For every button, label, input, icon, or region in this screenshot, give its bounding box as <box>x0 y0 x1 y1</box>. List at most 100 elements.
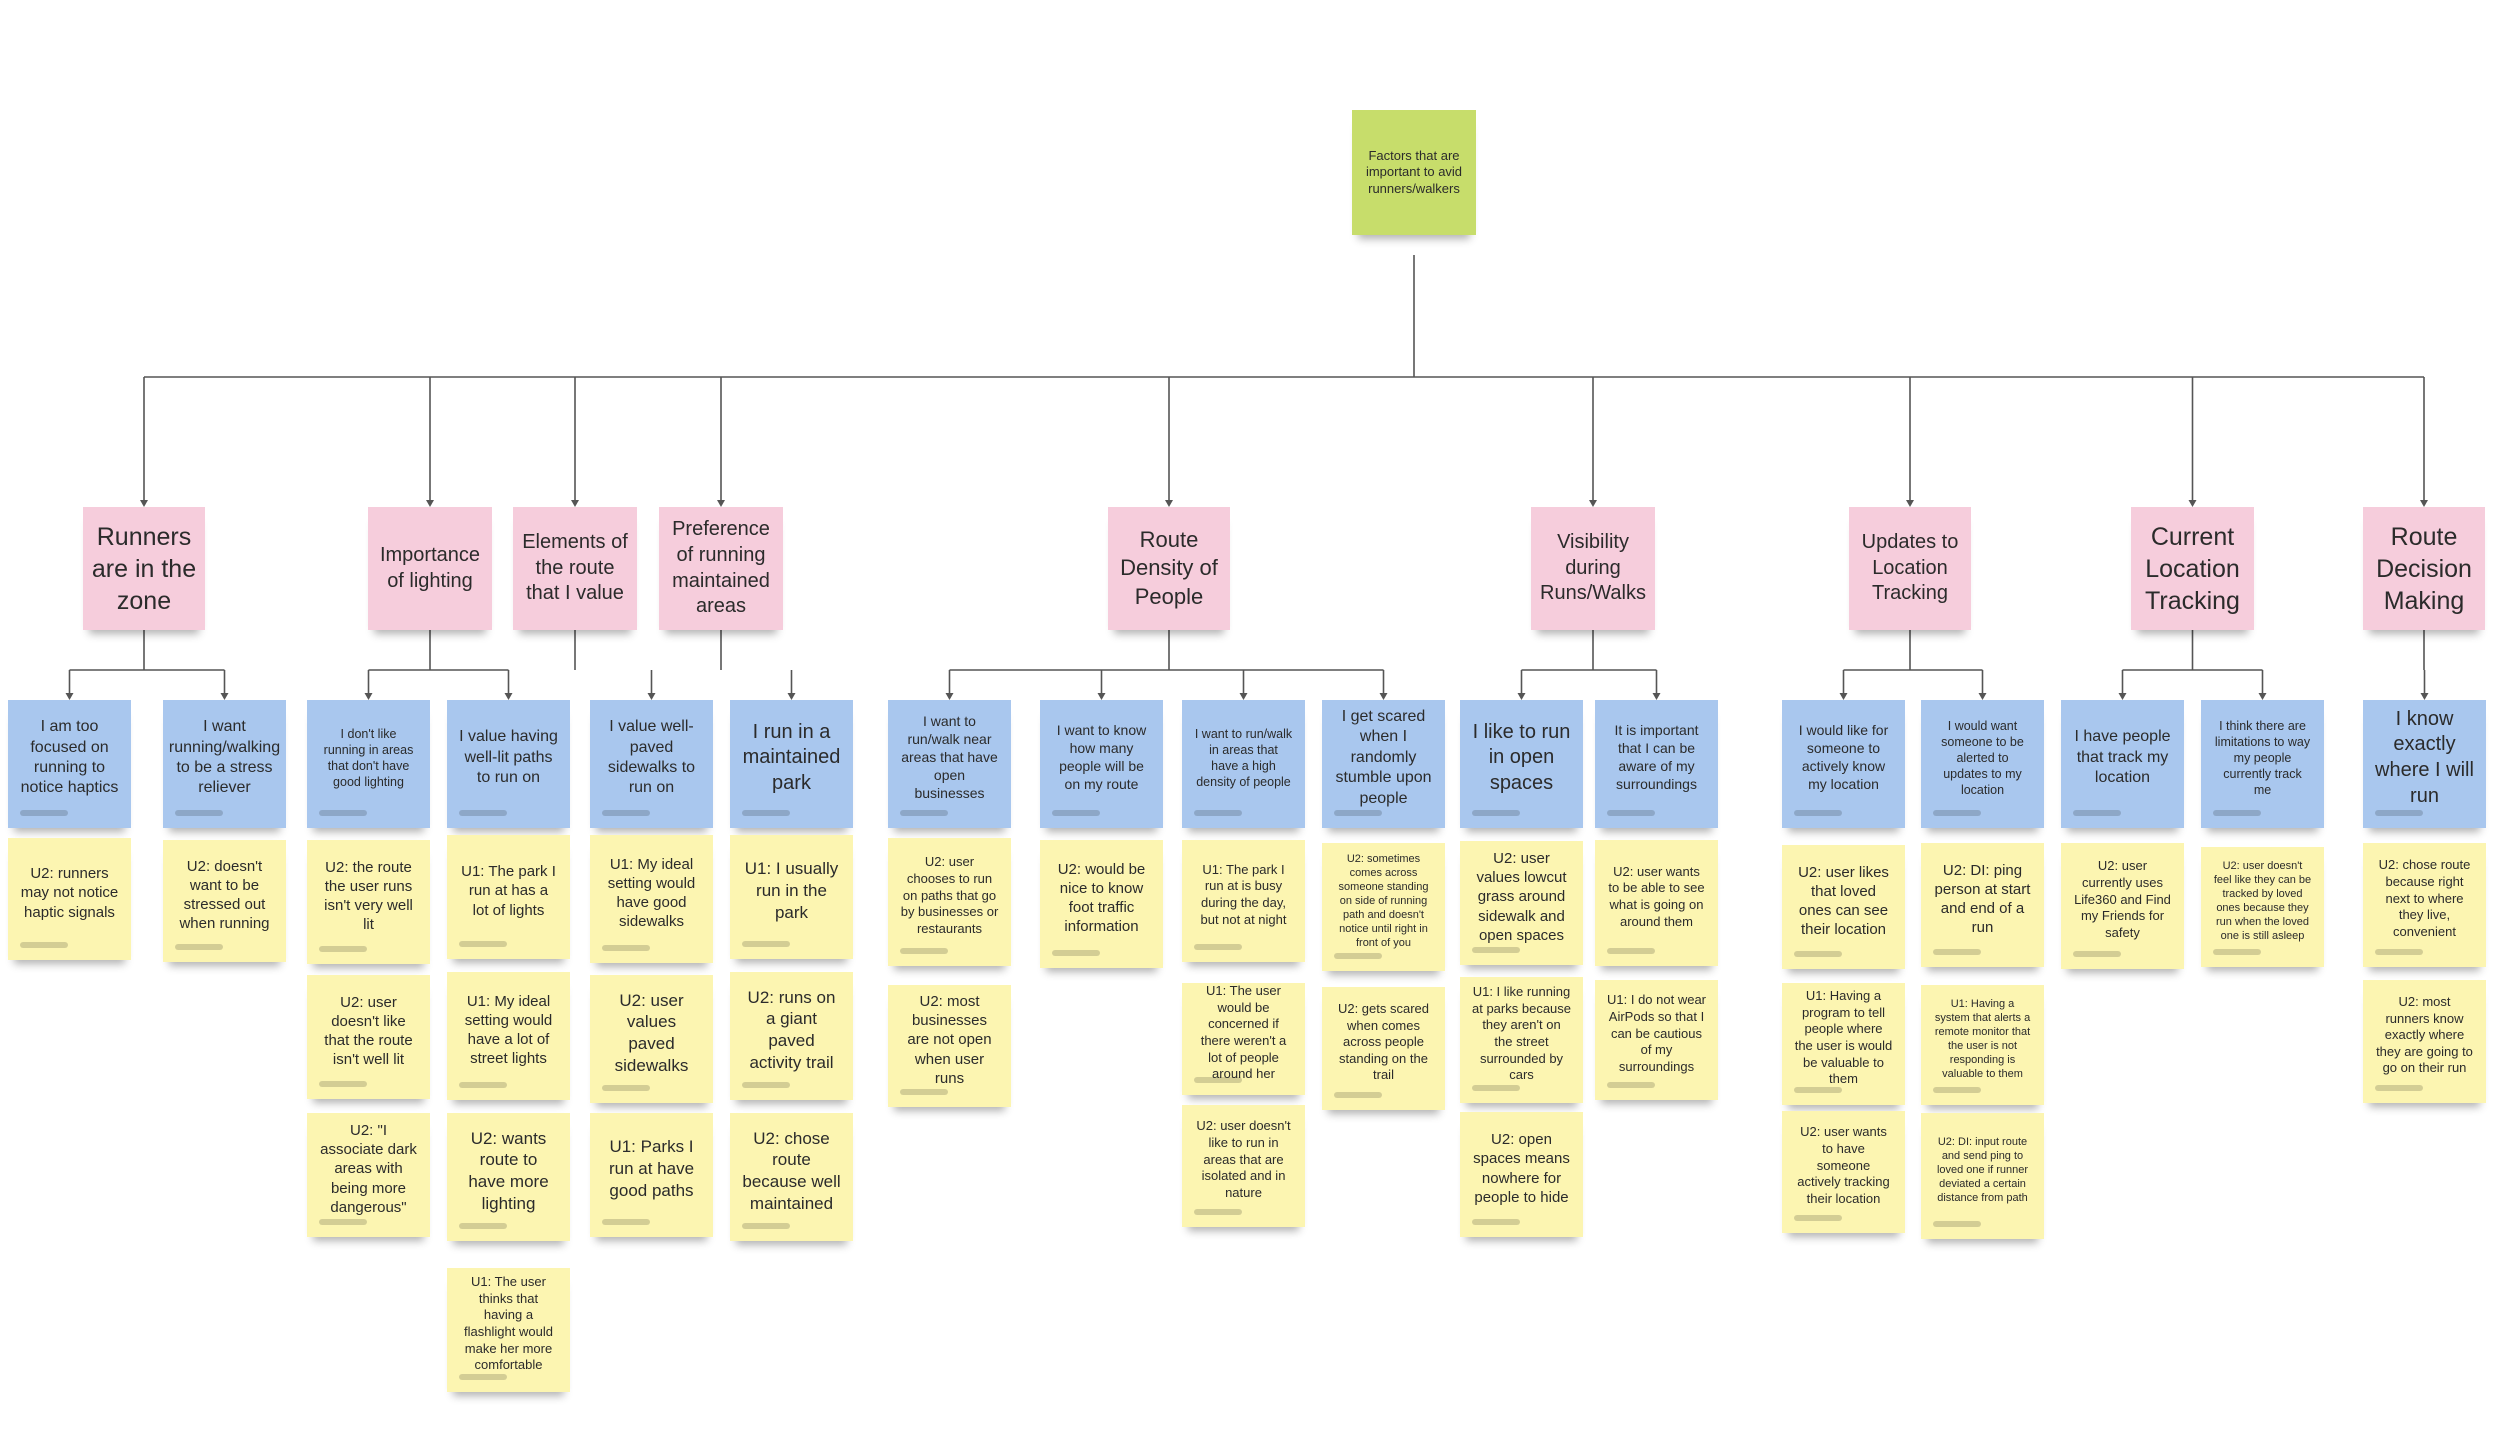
evidence-note-text: U1: Parks I run at have good paths <box>608 1137 695 1200</box>
evidence-note-text: U2: user likes that loved ones can see t… <box>1798 863 1889 939</box>
arrowhead <box>1978 693 1987 700</box>
theme-note-t4: Route Density of People <box>1108 507 1230 630</box>
theme-note-t7-text: Current Location Tracking <box>2145 522 2240 615</box>
evidence-note: U2: DI: ping person at start and end of … <box>1921 843 2044 967</box>
note-bar <box>175 944 223 950</box>
insight-note-text: I value well-paved sidewalks to run on <box>607 718 696 797</box>
evidence-note: U2: DI: input route and send ping to lov… <box>1921 1113 2044 1239</box>
evidence-note: U2: user wants to be able to see what is… <box>1595 840 1718 966</box>
arrowhead <box>364 693 373 700</box>
evidence-note-text: U2: gets scared when comes across people… <box>1337 1000 1430 1083</box>
evidence-note: U2: sometimes comes across someone stand… <box>1322 843 1445 971</box>
evidence-note: U2: most businesses are not open when us… <box>888 985 1011 1107</box>
note-bar <box>1472 810 1520 816</box>
theme-note-t3: Preference of running maintained areas <box>659 507 783 630</box>
evidence-note-text: U1: My ideal setting would have good sid… <box>607 855 696 931</box>
insight-note: I get scared when I randomly stumble upo… <box>1322 700 1445 828</box>
note-bar <box>742 810 790 816</box>
evidence-note: U2: most runners know exactly where they… <box>2363 980 2486 1103</box>
note-bar <box>602 1219 650 1225</box>
evidence-note-text: U2: runners may not notice haptic signal… <box>20 865 119 921</box>
evidence-note-text: U2: user values paved sidewalks <box>614 990 689 1075</box>
note-bar <box>319 1219 367 1225</box>
evidence-note-text: U2: user currently uses Life360 and Find… <box>2074 858 2171 940</box>
evidence-note-text: U2: sometimes comes across someone stand… <box>1338 852 1429 950</box>
evidence-note: U2: the route the user runs isn't very w… <box>307 840 430 964</box>
note-bar <box>1933 1221 1981 1227</box>
evidence-note-text: U1: Having a system that alerts a remote… <box>1934 997 2031 1081</box>
note-bar <box>1472 947 1520 953</box>
theme-note-t5: Visibility during Runs/Walks <box>1531 507 1655 630</box>
evidence-note: U2: runners may not notice haptic signal… <box>8 838 131 960</box>
note-bar <box>742 1082 790 1088</box>
insight-note: I would like for someone to actively kno… <box>1782 700 1905 828</box>
insight-note-text: I know exactly where I will run <box>2375 707 2474 807</box>
evidence-note: U2: user chooses to run on paths that go… <box>888 838 1011 966</box>
insight-note: I value well-paved sidewalks to run on <box>590 700 713 828</box>
note-bar <box>742 941 790 947</box>
theme-note-t3-text: Preference of running maintained areas <box>672 518 770 618</box>
note-bar <box>2073 810 2121 816</box>
theme-note-t2: Elements of the route that I value <box>513 507 637 630</box>
arrowhead <box>647 693 656 700</box>
insight-note-text: I would want someone to be alerted to up… <box>1941 719 2024 797</box>
evidence-note-text: U2: "I associate dark areas with being m… <box>320 1122 417 1216</box>
theme-note-t1-text: Importance of lighting <box>379 543 481 592</box>
note-bar <box>1472 1219 1520 1225</box>
note-bar <box>1607 948 1655 954</box>
note-bar <box>175 810 223 816</box>
note-bar <box>1794 810 1842 816</box>
evidence-note-text: U2: chose route because right next to wh… <box>2378 857 2471 939</box>
arrowhead <box>2118 693 2127 700</box>
insight-note: I would want someone to be alerted to up… <box>1921 700 2044 828</box>
arrowhead <box>2420 693 2429 700</box>
theme-note-t0: Runners are in the zone <box>83 507 205 630</box>
note-bar <box>20 942 68 948</box>
note-bar <box>459 941 507 947</box>
insight-note: I want to run/walk near areas that have … <box>888 700 1011 828</box>
evidence-note: U2: user doesn't like that the route isn… <box>307 975 430 1099</box>
evidence-note-text: U2: user doesn't like to run in areas th… <box>1196 1118 1291 1200</box>
arrowhead <box>1097 693 1106 700</box>
note-bar <box>2375 949 2423 955</box>
theme-note-t7: Current Location Tracking <box>2131 507 2254 630</box>
theme-note-t4-text: Route Density of People <box>1120 527 1218 609</box>
note-bar <box>459 810 507 816</box>
note-bar <box>459 1223 507 1229</box>
evidence-note: U2: chose route because well maintained <box>730 1113 853 1241</box>
evidence-note: U2: doesn't want to be stressed out when… <box>163 840 286 962</box>
insight-note-text: I like to run in open spaces <box>1472 720 1571 794</box>
insight-note-text: I think there are limitations to way my … <box>2214 719 2311 797</box>
arrowhead <box>220 693 229 700</box>
insight-note-text: I get scared when I randomly stumble upo… <box>1335 707 1432 807</box>
note-bar <box>1794 951 1842 957</box>
evidence-note-text: U1: The park I run at has a lot of light… <box>461 863 556 919</box>
evidence-note-text: U2: user doesn't feel like they can be t… <box>2213 859 2312 943</box>
note-bar <box>20 810 68 816</box>
arrowhead <box>1589 500 1597 507</box>
evidence-note-text: U2: user wants to have someone actively … <box>1797 1124 1890 1206</box>
evidence-note-text: U1: The user thinks that having a flashl… <box>464 1274 553 1373</box>
root-note-text: Factors that are important to avid runne… <box>1365 147 1463 196</box>
evidence-note: U2: "I associate dark areas with being m… <box>307 1113 430 1237</box>
evidence-note-text: U1: Having a program to tell people wher… <box>1794 988 1893 1087</box>
evidence-note: U1: My ideal setting would have good sid… <box>590 835 713 963</box>
evidence-note-text: U2: chose route because well maintained <box>742 1128 841 1213</box>
note-bar <box>1607 810 1655 816</box>
insight-note: I like to run in open spaces <box>1460 700 1583 828</box>
theme-note-t8: Route Decision Making <box>2363 507 2485 630</box>
evidence-note-text: U2: the route the user runs isn't very w… <box>324 858 413 934</box>
note-bar <box>1194 944 1242 950</box>
note-bar <box>459 1374 507 1380</box>
evidence-note: U1: The park I run at has a lot of light… <box>447 835 570 959</box>
insight-note-text: It is important that I can be aware of m… <box>1614 722 1699 792</box>
note-bar <box>1334 1092 1382 1098</box>
theme-note-t0-text: Runners are in the zone <box>91 522 197 615</box>
insight-note-text: I am too focused on running to notice ha… <box>20 718 119 797</box>
arrowhead <box>2188 500 2197 507</box>
note-bar <box>1933 949 1981 955</box>
arrowhead <box>787 693 796 700</box>
theme-note-t5-text: Visibility during Runs/Walks <box>1540 531 1646 605</box>
evidence-note-text: U2: most businesses are not open when us… <box>907 993 992 1087</box>
note-bar <box>742 1223 790 1229</box>
